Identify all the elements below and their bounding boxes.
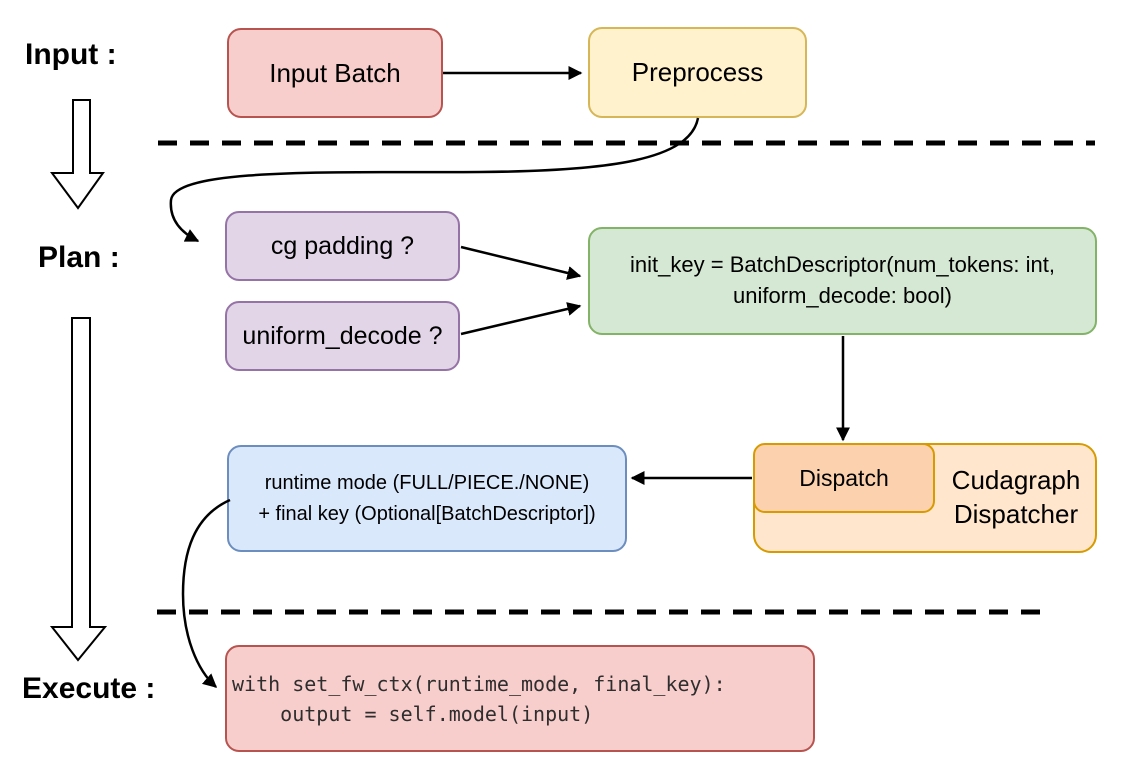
cg-padding-node: cg padding ? (225, 211, 460, 281)
dispatch-node: Dispatch (753, 443, 935, 513)
runtime-mode-line-2: + final key (Optional[BatchDescriptor]) (258, 502, 596, 525)
init-key-line-2: uniform_decode: bool) (733, 283, 952, 308)
phase-label-input: Input : (25, 38, 117, 71)
edge-cg-padding-to-init-key (460, 245, 582, 280)
phase-arrow-plan-to-execute-icon (49, 317, 108, 662)
phase-label-plan: Plan : (38, 241, 120, 274)
phase-arrow-input-to-plan-icon (50, 99, 105, 210)
edge-uniform-decode-to-init-key (460, 302, 582, 336)
preprocess-node: Preprocess (588, 27, 807, 118)
execute-code-node: with set_fw_ctx(runtime_mode, final_key)… (225, 645, 815, 752)
preprocess-label: Preprocess (631, 57, 764, 87)
init-key-line-1: init_key = BatchDescriptor(num_tokens: i… (630, 252, 1055, 278)
init-key-node: init_key = BatchDescriptor(num_tokens: i… (588, 227, 1097, 335)
phase-label-execute: Execute : (22, 672, 156, 705)
uniform-decode-node: uniform_decode ? (225, 301, 460, 371)
runtime-mode-node: runtime mode (FULL/PIECE./NONE) + final … (227, 445, 627, 552)
execute-code-line-2: output = self.model(input) (232, 701, 594, 726)
runtime-mode-line-1: runtime mode (FULL/PIECE./NONE) (264, 471, 590, 494)
cudagraph-dispatcher-label: Cudagraph Dispatcher (935, 443, 1097, 553)
cg-padding-label: cg padding ? (270, 231, 415, 260)
input-batch-node: Input Batch (227, 28, 443, 118)
execute-code-line-1: with set_fw_ctx(runtime_mode, final_key)… (232, 671, 726, 696)
cudagraph-dispatcher-line-1: Cudagraph (951, 465, 1081, 496)
uniform-decode-label: uniform_decode ? (242, 321, 443, 350)
input-batch-label: Input Batch (269, 57, 401, 88)
edge-runtime-mode-to-execute-code (181, 498, 231, 688)
cudagraph-dispatcher-line-2: Dispatcher (953, 499, 1079, 529)
dispatch-label: Dispatch (799, 464, 889, 491)
